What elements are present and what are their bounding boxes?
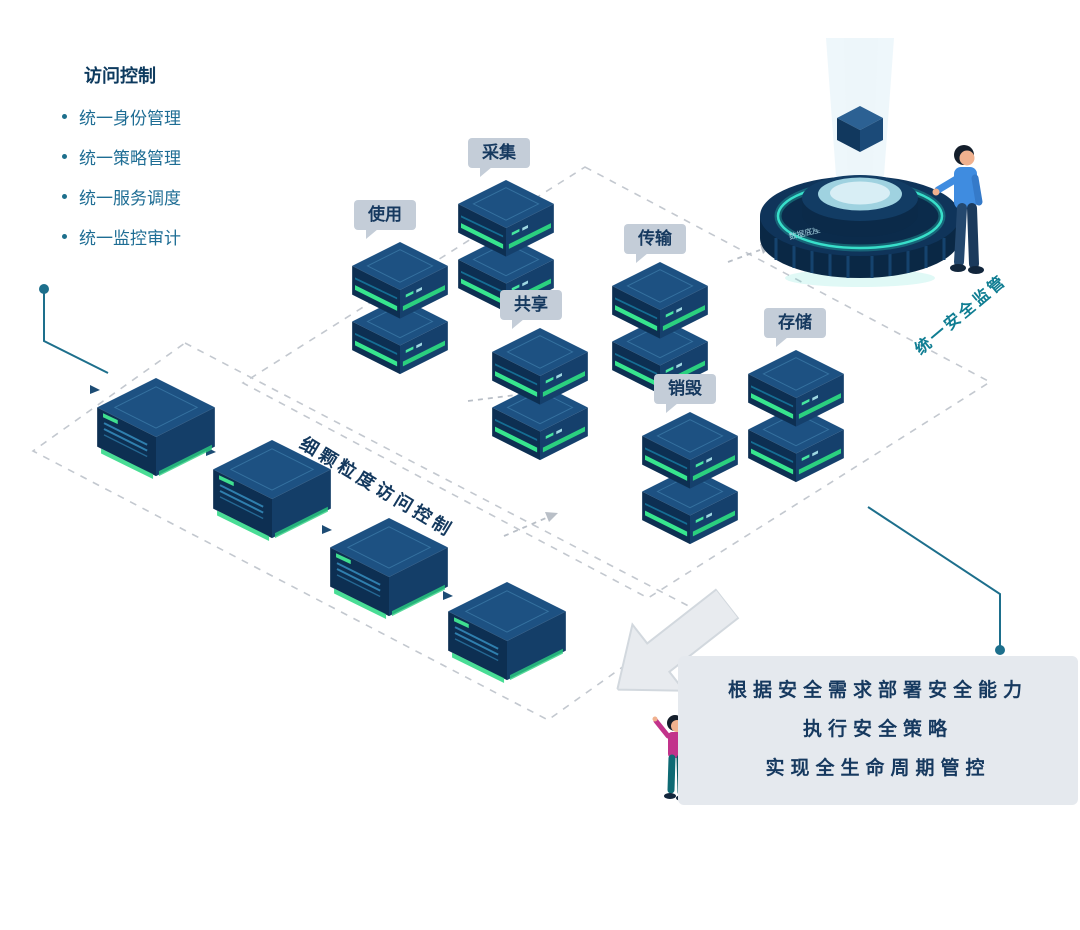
row-arrow-1 bbox=[90, 385, 100, 394]
data-cube-icon bbox=[837, 106, 883, 152]
bullet-icon bbox=[62, 154, 67, 159]
server-stack-icon-shiyong bbox=[352, 242, 448, 375]
callout-line: 实现全生命周期管控 bbox=[765, 757, 991, 779]
access-control-title: 访问控制 bbox=[84, 66, 156, 86]
access-control-item: 统一监控审计 bbox=[62, 224, 181, 249]
flow-arrow-2-line bbox=[503, 517, 547, 537]
access-control-item: 统一身份管理 bbox=[62, 104, 181, 129]
callout-line: 根据安全需求部署安全能力 bbox=[727, 680, 1028, 701]
access-server-box-icon-1 bbox=[97, 378, 215, 480]
data-platform-icon: 数据底座 bbox=[760, 38, 960, 287]
node-label-xiaohui: 销毁 bbox=[654, 374, 716, 414]
access-control-item: 统一服务调度 bbox=[62, 184, 181, 209]
access-control-item-label: 统一身份管理 bbox=[79, 109, 181, 128]
bullet-icon bbox=[62, 194, 67, 199]
access-server-box-icon-4 bbox=[448, 582, 566, 684]
security-callout-box: 根据安全需求部署安全能力 执行安全策略 实现全生命周期管控 bbox=[678, 656, 1078, 805]
connector-line-left bbox=[43, 289, 109, 374]
connector-dot-right bbox=[995, 645, 1005, 655]
node-label-shiyong: 使用 bbox=[354, 200, 416, 240]
access-control-panel: 访问控制 统一身份管理 统一策略管理 统一服务调度 统一监控审计 bbox=[62, 62, 181, 264]
access-control-item: 统一策略管理 bbox=[62, 144, 181, 169]
server-stack-icon-xiaohui bbox=[642, 412, 738, 545]
node-label-gongxiang: 共享 bbox=[500, 290, 562, 330]
server-stack-icon-gongxiang bbox=[492, 328, 588, 461]
bullet-icon bbox=[62, 114, 67, 119]
upper-zone-dashed-border bbox=[241, 166, 992, 599]
flow-arrow-2-head bbox=[545, 512, 558, 522]
access-control-item-label: 统一监控审计 bbox=[79, 229, 181, 248]
bullet-icon bbox=[62, 234, 67, 239]
node-label-caiji: 采集 bbox=[468, 138, 530, 178]
node-label-chuanshu: 传输 bbox=[624, 224, 686, 264]
server-stack-icon-cunchu bbox=[748, 350, 844, 483]
row-arrow-3 bbox=[322, 525, 332, 534]
access-control-item-label: 统一服务调度 bbox=[79, 189, 181, 208]
row-arrow-4 bbox=[443, 591, 453, 600]
callout-line: 执行安全策略 bbox=[802, 718, 953, 740]
node-label-cunchu: 存储 bbox=[764, 308, 826, 348]
connector-line-right bbox=[867, 506, 1001, 646]
platform-ribs bbox=[774, 238, 946, 278]
supervisor-person-icon bbox=[932, 145, 984, 274]
access-control-item-label: 统一策略管理 bbox=[79, 149, 181, 168]
